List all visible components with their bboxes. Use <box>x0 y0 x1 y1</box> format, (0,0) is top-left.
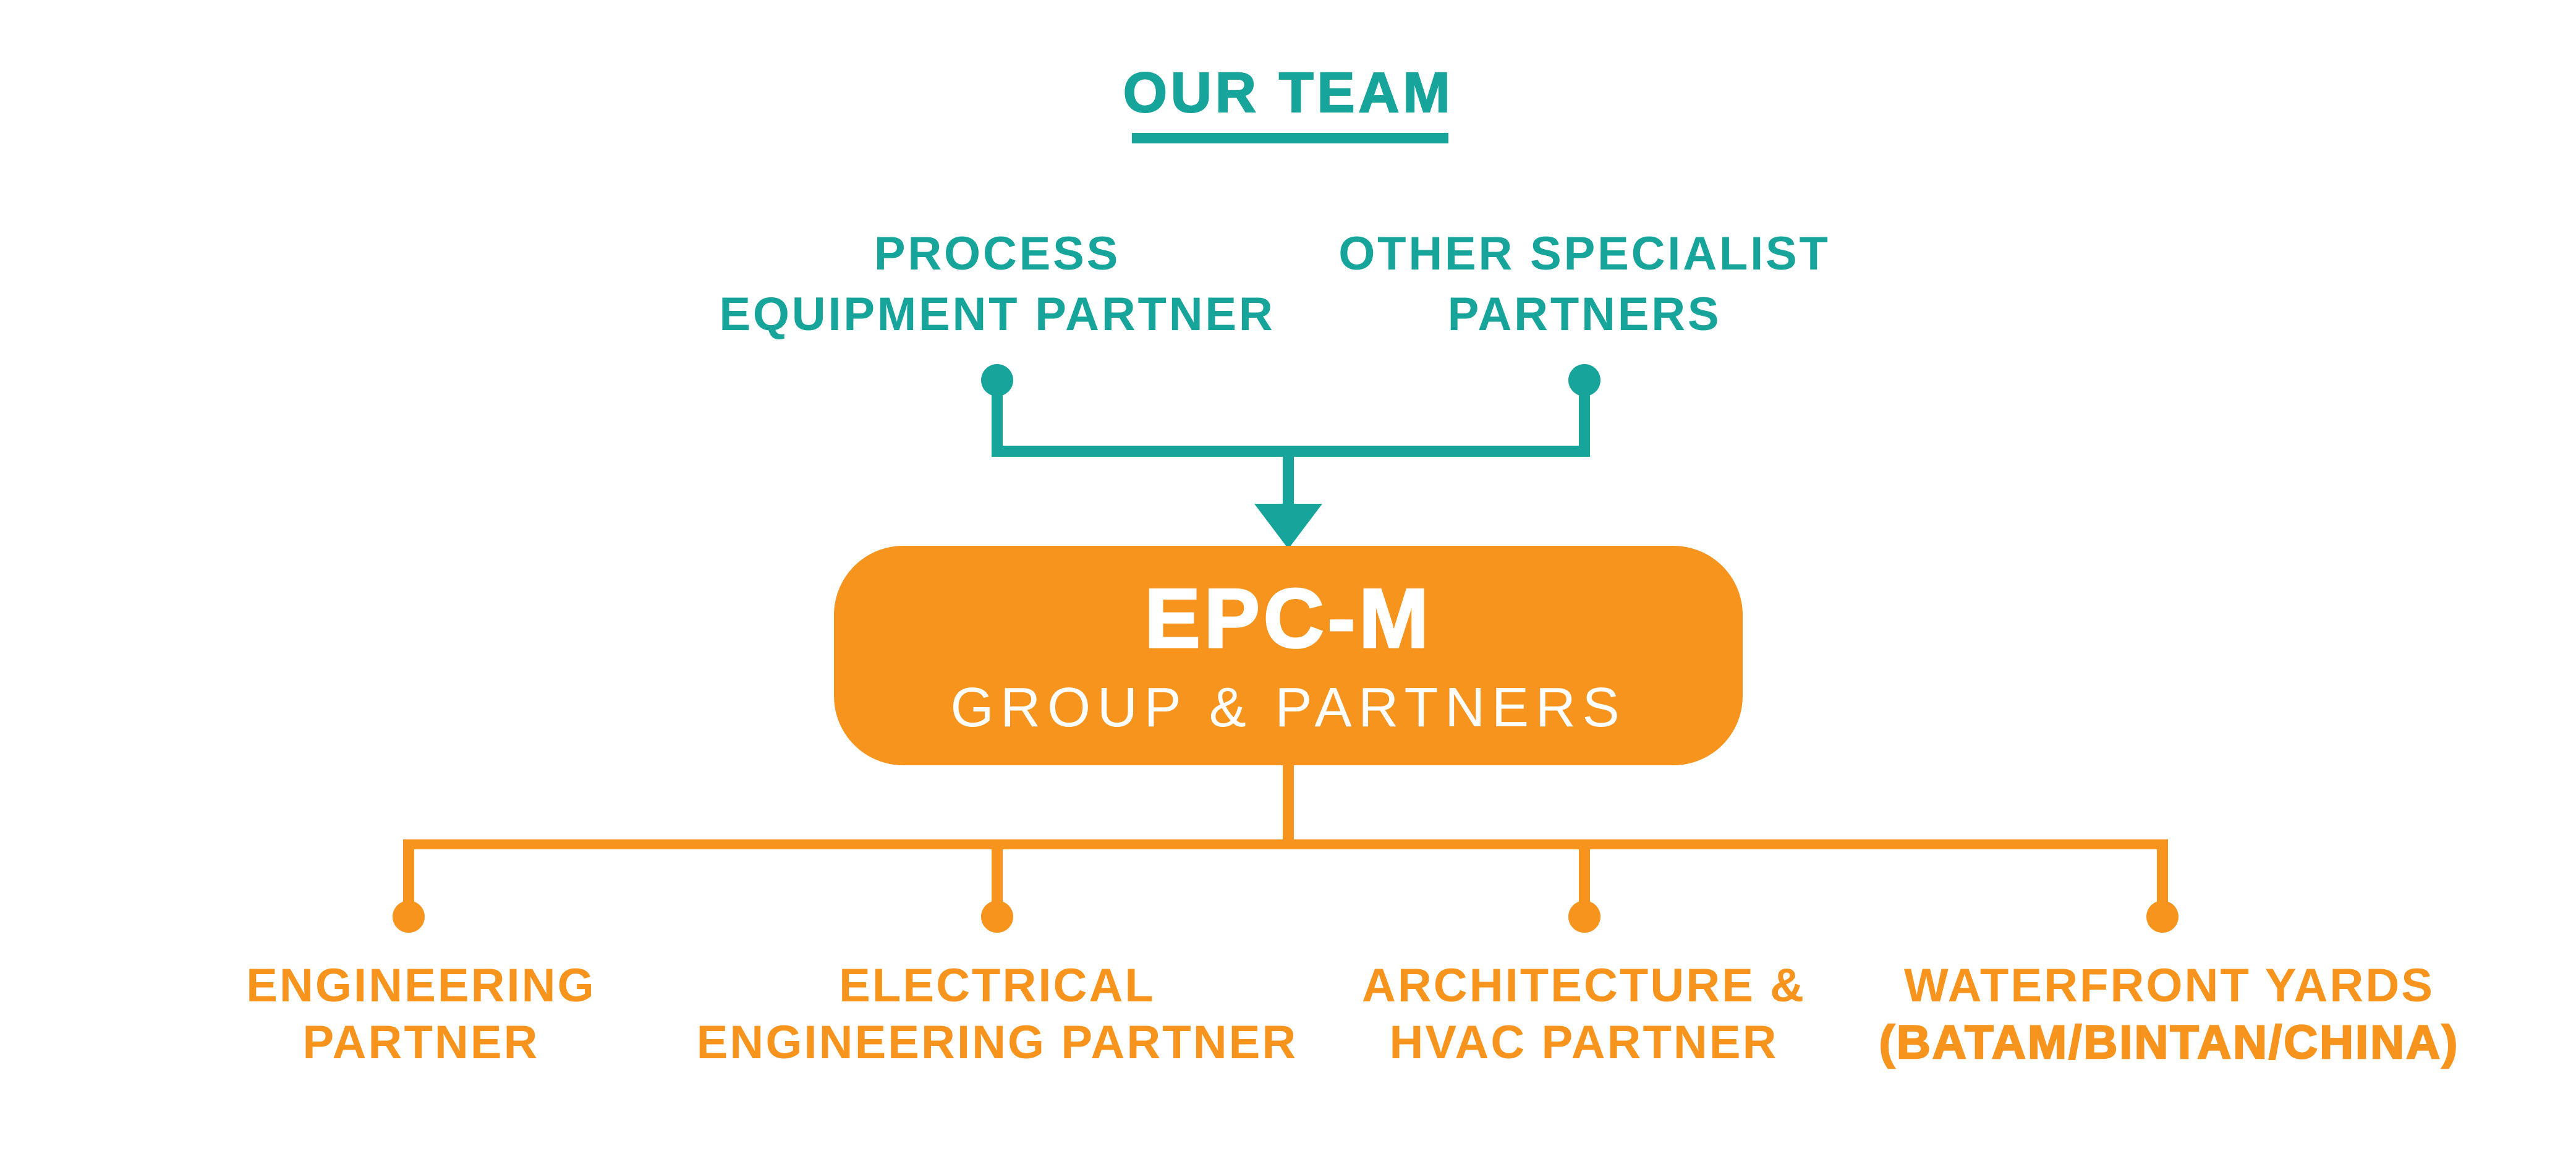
orange-connector-drop-1 <box>403 848 414 904</box>
teal-connector-vline-left <box>992 380 1003 457</box>
bottom-partner-label-line: ELECTRICAL <box>839 959 1155 1012</box>
bottom-partner-electrical-engineering: ELECTRICAL ENGINEERING PARTNER <box>657 957 1337 1071</box>
top-partner-label-line: PROCESS <box>874 227 1121 280</box>
bottom-partner-engineering: ENGINEERING PARTNER <box>81 957 761 1071</box>
top-partner-label-line: EQUIPMENT PARTNER <box>719 288 1275 341</box>
teal-connector-vline-right <box>1579 380 1590 457</box>
down-arrow-icon <box>1254 504 1322 549</box>
bottom-partner-label-line: ARCHITECTURE & <box>1361 959 1806 1012</box>
orange-connector-dot-3 <box>1568 901 1600 933</box>
orange-connector-stem <box>1283 764 1294 841</box>
bottom-partner-architecture-hvac: ARCHITECTURE & HVAC PARTNER <box>1244 957 1924 1071</box>
orange-connector-drop-2 <box>992 848 1003 904</box>
bottom-partner-label-line: PARTNER <box>302 1016 540 1069</box>
title-underline <box>1132 133 1448 143</box>
top-partner-label-line: OTHER SPECIALIST <box>1338 227 1830 280</box>
epcm-group-box: EPC-M GROUP & PARTNERS <box>834 546 1743 765</box>
orange-connector-hbar <box>403 839 2168 849</box>
top-partner-other-specialist: OTHER SPECIALIST PARTNERS <box>1244 224 1924 345</box>
bottom-partner-label-line: HVAC PARTNER <box>1389 1016 1779 1069</box>
teal-connector-stem <box>1283 457 1294 506</box>
orange-connector-dot-2 <box>981 901 1013 933</box>
orange-connector-dot-1 <box>393 901 425 933</box>
epcm-box-title: EPC-M <box>1144 571 1432 665</box>
teal-connector-hline <box>992 446 1590 457</box>
bottom-partner-waterfront-yards: WATERFRONT YARDS (BATAM/BINTAN/CHINA) <box>1829 957 2509 1071</box>
bottom-partner-label-line: WATERFRONT YARDS <box>1904 959 2434 1012</box>
orange-connector-dot-4 <box>2146 901 2179 933</box>
top-partner-process-equipment: PROCESS EQUIPMENT PARTNER <box>657 224 1337 345</box>
epcm-box-subtitle: GROUP & PARTNERS <box>950 676 1626 739</box>
page-title: OUR TEAM <box>1123 61 1454 125</box>
orange-connector-drop-4 <box>2157 848 2168 904</box>
orange-connector-drop-3 <box>1579 848 1590 904</box>
top-partner-label-line: PARTNERS <box>1447 288 1722 341</box>
bottom-partner-label-line: ENGINEERING <box>246 959 596 1012</box>
bottom-partner-label-line: (BATAM/BINTAN/CHINA) <box>1878 1016 2460 1070</box>
bottom-partner-label-line: ENGINEERING PARTNER <box>696 1016 1298 1069</box>
